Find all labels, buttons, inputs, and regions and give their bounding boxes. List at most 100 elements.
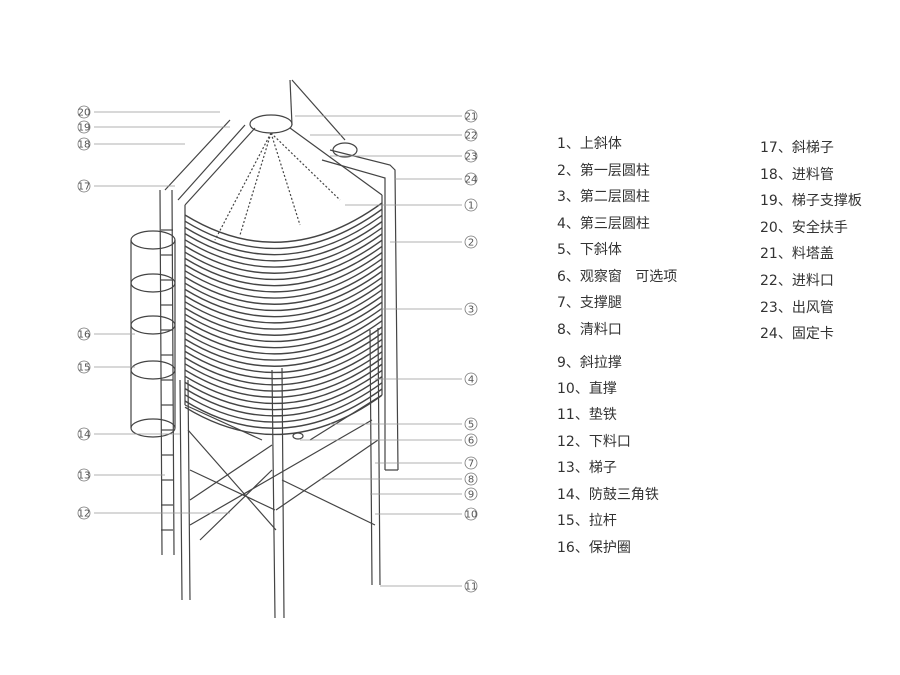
inlet-pipe: [289, 79, 293, 126]
corrugation-ring: [184, 376, 383, 417]
legend-item: 21、料塔盖: [760, 246, 834, 263]
callout-number: 13: [78, 471, 91, 482]
legend-item: 8、清料口: [557, 322, 622, 338]
callout-number: 23: [465, 152, 478, 163]
callout-circle: [464, 456, 478, 470]
corrugation-ring: [184, 314, 383, 355]
callout-number: 14: [78, 430, 91, 441]
safety-hoop: [130, 360, 176, 380]
legend-item: 14、防鼓三角铁: [557, 487, 659, 503]
corrugation-ring: [184, 307, 383, 349]
corrugation-ring: [184, 270, 383, 312]
corrugation-ring: [184, 301, 383, 343]
legend-item: 1、上斜体: [557, 136, 622, 152]
legend-item: 10、直撑: [557, 381, 617, 397]
diagonal-braces: [187, 419, 379, 541]
callout-number: 20: [78, 108, 91, 119]
callout-circle: [77, 105, 91, 119]
corrugation-ring: [184, 208, 383, 250]
callout-circle: [464, 172, 478, 186]
inlet-pipe: [291, 79, 346, 141]
legend-item: 15、拉杆: [557, 513, 617, 529]
callout-circle: [77, 506, 91, 520]
corrugation-ring: [184, 338, 383, 380]
legend-item: 23、出风管: [760, 299, 834, 316]
callout-number: 12: [78, 509, 91, 520]
corrugation-ring: [184, 388, 383, 429]
legend-item: 19、梯子支撑板: [760, 193, 862, 210]
vent-pipe: [321, 149, 399, 471]
corrugation-ring: [184, 295, 383, 336]
corrugation-ring: [184, 252, 383, 293]
ladder: [159, 189, 175, 556]
corrugation-ring: [184, 357, 383, 398]
corrugation-ring: [184, 276, 383, 318]
callout-circle: [464, 198, 478, 212]
corrugation-ring: [184, 345, 383, 386]
legend-item: 4、第三层圆柱: [557, 216, 650, 232]
callout-circle: [464, 472, 478, 486]
callout-circle: [464, 235, 478, 249]
corrugation-ring: [184, 227, 383, 268]
legend-item: 9、斜拉撑: [557, 355, 622, 371]
corrugation-ring: [184, 202, 383, 243]
callout-circle: [464, 302, 478, 316]
callout-circle: [464, 507, 478, 521]
callout-number: 10: [465, 510, 478, 521]
callout-circle: [464, 149, 478, 163]
corrugation-ring: [184, 351, 383, 392]
corrugation-ring: [184, 283, 383, 324]
callout-number: 18: [78, 140, 91, 151]
callout-circle: [464, 417, 478, 431]
legend-item: 18、进料管: [760, 166, 834, 183]
callout-circle: [464, 579, 478, 593]
corrugation-ring: [184, 289, 383, 330]
callout-circle: [77, 360, 91, 374]
callout-circle: [464, 487, 478, 501]
legend-item: 11、垫铁: [557, 407, 617, 423]
inlet: [332, 142, 358, 158]
callout-circle: [464, 433, 478, 447]
callout-number: 24: [465, 175, 478, 186]
callout-number: 3: [468, 305, 474, 316]
support-leg: [271, 367, 285, 619]
callout-number: 9: [468, 490, 474, 501]
callout-number: 11: [465, 582, 478, 593]
callout-number: 2: [468, 238, 474, 249]
callout-circle: [464, 372, 478, 386]
callout-number: 19: [78, 123, 91, 134]
callout-number: 6: [468, 436, 474, 447]
legend-item: 17、斜梯子: [760, 140, 834, 156]
callout-number: 7: [468, 459, 474, 470]
legend-item: 22、进料口: [760, 273, 834, 289]
legend-item: 7、支撑腿: [557, 295, 622, 311]
callout-circle: [77, 137, 91, 151]
legend-item: 6、观察窗 可选项: [557, 269, 678, 285]
legend-item: 2、第一层圆柱: [557, 163, 650, 179]
callout-circle: [77, 120, 91, 134]
corrugation-ring: [184, 221, 383, 262]
callout-number: 5: [468, 420, 474, 431]
roof-rib: [270, 132, 301, 226]
roof-rib: [214, 132, 272, 241]
legend-item: 3、第二层圆柱: [557, 189, 650, 205]
callout-number: 4: [468, 375, 474, 386]
callout-number: 1: [468, 201, 474, 212]
callout-circle: [464, 109, 478, 123]
corrugation-ring: [184, 326, 383, 367]
clean-out-port: [292, 432, 304, 440]
safety-hoop: [130, 230, 176, 250]
corrugation-ring: [184, 264, 383, 305]
legend-item: 5、下斜体: [557, 242, 622, 258]
callout-circle: [77, 427, 91, 441]
corrugation-ring: [184, 320, 383, 361]
corrugation-ring: [184, 382, 383, 423]
corrugation-ring: [184, 332, 383, 374]
corrugation-ring: [184, 258, 383, 299]
legend-item: 13、梯子: [557, 460, 617, 476]
roof-cone: [184, 127, 383, 206]
legend-item: 12、下料口: [557, 434, 631, 450]
callout-number: 16: [78, 330, 91, 341]
